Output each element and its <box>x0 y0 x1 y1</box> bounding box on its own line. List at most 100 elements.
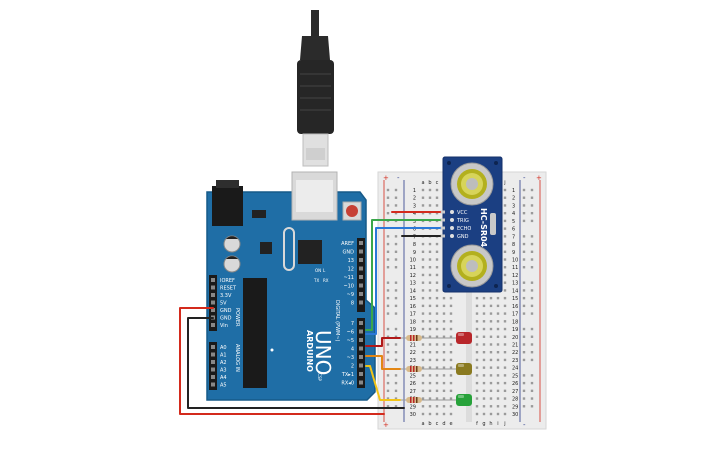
digital-pin[interactable] <box>359 363 363 368</box>
analog-pin[interactable] <box>211 382 215 387</box>
digital-pin-label: AREF <box>341 241 354 247</box>
power-pin-label: Vin <box>220 323 228 329</box>
row-number-left: 1 <box>413 188 416 194</box>
digital-pin-label: TX▸1 <box>341 372 354 378</box>
wire-5v-red <box>179 307 385 415</box>
rail-plus-label-top-left: + <box>383 174 389 182</box>
board-brand-label: ARDUINO <box>305 330 314 372</box>
digital-pin[interactable] <box>359 346 363 351</box>
digital-pin[interactable] <box>359 355 363 359</box>
digital-pin-label: 8 <box>351 301 354 307</box>
row-number-left: 29 <box>410 404 416 410</box>
row-number-right: 25 <box>512 373 518 379</box>
column-label-top: b <box>428 180 431 186</box>
wire-echo-blue <box>365 227 441 335</box>
analog-pin[interactable] <box>211 345 215 349</box>
column-label-bottom: a <box>421 421 424 427</box>
sensor-model-label: HC-SR04 <box>479 208 488 248</box>
reset-button[interactable] <box>346 205 358 217</box>
column-label-top: c <box>436 180 439 186</box>
power-pin[interactable] <box>211 278 215 282</box>
row-number-right: 10 <box>512 258 518 264</box>
digital-pin[interactable] <box>359 380 363 385</box>
sensor-pin-label: ECHO <box>457 226 471 232</box>
row-number-left: 23 <box>410 358 416 364</box>
rx-label: RX <box>323 278 329 283</box>
sensor-pin-label: GND <box>457 234 469 240</box>
digital-pin[interactable] <box>359 338 363 342</box>
analog-pin[interactable] <box>211 375 215 379</box>
digital-pin[interactable] <box>359 249 363 254</box>
analog-pin[interactable] <box>211 352 215 357</box>
row-number-left: 21 <box>410 342 416 348</box>
row-number-right: 3 <box>512 203 515 209</box>
column-label-bottom: i <box>497 421 498 427</box>
row-number-left: 30 <box>410 412 416 418</box>
power-pin[interactable] <box>211 293 215 297</box>
column-label-bottom: b <box>428 421 431 427</box>
digital-pin[interactable] <box>359 258 363 262</box>
digital-pin[interactable] <box>359 300 363 305</box>
power-pin[interactable] <box>211 323 215 327</box>
row-number-left: 26 <box>410 381 416 387</box>
row-number-left: 12 <box>410 273 416 279</box>
analog-pin-label: A1 <box>220 353 227 359</box>
power-pin[interactable] <box>211 308 215 312</box>
digital-pin[interactable] <box>359 266 363 271</box>
power-pin[interactable] <box>211 285 215 290</box>
digital-pin[interactable] <box>359 283 363 288</box>
digital-pin-label: ~3 <box>347 355 354 361</box>
power-pin-label: IOREF <box>220 278 235 284</box>
wire-led-yellow <box>365 365 401 401</box>
row-number-left: 5 <box>413 219 416 225</box>
wires <box>179 211 441 415</box>
sensor-pin[interactable] <box>440 234 445 238</box>
sensor-pin[interactable] <box>440 218 445 222</box>
column-label-bottom: f <box>476 421 478 427</box>
row-number-right: 5 <box>512 219 515 225</box>
digital-pin[interactable] <box>359 275 363 279</box>
row-number-right: 16 <box>512 304 518 310</box>
row-number-left: 27 <box>410 389 416 395</box>
digital-pin[interactable] <box>359 321 363 325</box>
digital-pin[interactable] <box>359 241 363 245</box>
digital-pin[interactable] <box>359 372 363 376</box>
row-number-left: 4 <box>413 211 416 217</box>
row-number-right: 14 <box>512 288 518 294</box>
power-header-label: POWER <box>234 308 240 327</box>
row-number-right: 13 <box>512 281 518 287</box>
digital-pin[interactable] <box>359 329 363 334</box>
digital-pin[interactable] <box>359 292 363 296</box>
row-number-left: 25 <box>410 373 416 379</box>
digital-pin-label: RX◂0 <box>341 381 354 387</box>
row-number-left: 10 <box>410 258 416 264</box>
digital-pin-label: 4 <box>351 347 354 353</box>
column-label-bottom: h <box>489 421 492 427</box>
row-number-right: 28 <box>512 397 518 403</box>
row-number-right: 21 <box>512 342 518 348</box>
wire-led-darkred <box>365 337 401 347</box>
analog-pin[interactable] <box>211 360 215 364</box>
digital-pin-label: ~11 <box>343 275 354 281</box>
row-number-left: 2 <box>413 196 416 202</box>
analog-pin-label: A2 <box>220 360 227 366</box>
digital-pin-label: ~6 <box>347 330 354 336</box>
digital-pin-label: 13 <box>348 258 354 264</box>
analog-pin-label: A0 <box>220 345 227 351</box>
digital-pin-label: ~5 <box>347 338 354 344</box>
sensor-pin[interactable] <box>440 226 445 230</box>
analog-pin[interactable] <box>211 367 215 372</box>
row-number-right: 23 <box>512 358 518 364</box>
power-pin[interactable] <box>211 300 215 305</box>
wire-gnd-black <box>187 317 405 409</box>
row-number-right: 29 <box>512 404 518 410</box>
row-number-left: 13 <box>410 281 416 287</box>
row-number-right: 26 <box>512 381 518 387</box>
sensor-pin-label: TRIG <box>456 218 469 224</box>
rail-plus-label-top-right: + <box>536 174 542 182</box>
l-label: L <box>323 268 326 273</box>
sensor-pin[interactable] <box>440 210 445 214</box>
